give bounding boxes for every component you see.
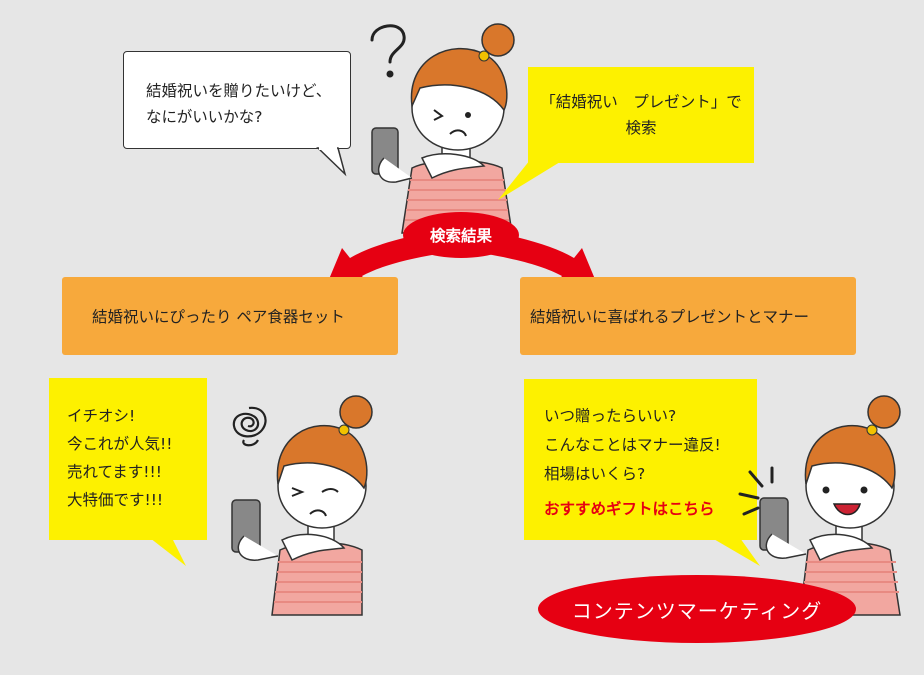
content-marketing-label: コンテンツマーケティング bbox=[538, 575, 856, 643]
search-line-2: 検索 bbox=[625, 119, 657, 137]
thought-bubble: 結婚祝いを贈りたいけど、 なにがいいかな? bbox=[123, 51, 351, 149]
result-left-title: 結婚祝いにぴったり ペア食器セット bbox=[92, 308, 345, 326]
result-right-card: 結婚祝いに喜ばれるプレゼントとマナー bbox=[520, 277, 856, 355]
unimpressed-girl-illustration bbox=[231, 395, 373, 616]
thought-line-1: 結婚祝いを贈りたいけど、 bbox=[146, 82, 332, 100]
result-left-card: 結婚祝いにぴったり ペア食器セット bbox=[62, 277, 398, 355]
question-mark-icon bbox=[370, 24, 406, 78]
hype-bubble: イチオシ! 今これが人気!! 売れてます!!! 大特価です!!! bbox=[49, 378, 207, 540]
thought-line-2: なにがいいかな? bbox=[146, 108, 263, 126]
content-bubble: いつ贈ったらいい? こんなことはマナー違反! 相場はいくら? おすすめギフトはこ… bbox=[524, 379, 757, 540]
search-results-label: 検索結果 bbox=[403, 212, 519, 258]
content-line-2: こんなことはマナー違反! bbox=[544, 436, 721, 454]
hype-line-4: 大特価です!!! bbox=[67, 491, 164, 509]
content-line-3: 相場はいくら? bbox=[544, 465, 646, 483]
excitement-lines-icon bbox=[738, 466, 774, 516]
hype-line-2: 今これが人気!! bbox=[67, 435, 173, 453]
confused-girl-illustration bbox=[371, 23, 515, 234]
happy-girl-illustration bbox=[759, 395, 901, 616]
hype-line-1: イチオシ! bbox=[67, 407, 136, 425]
result-right-title: 結婚祝いに喜ばれるプレゼントとマナー bbox=[530, 308, 810, 326]
scribble-icon bbox=[232, 406, 267, 447]
search-line-1: 「結婚祝い プレゼント」で bbox=[540, 93, 742, 111]
content-line-1: いつ贈ったらいい? bbox=[544, 407, 677, 425]
search-query-bubble: 「結婚祝い プレゼント」で 検索 bbox=[528, 67, 754, 163]
hype-line-3: 売れてます!!! bbox=[67, 463, 162, 481]
gift-recommendation-link[interactable]: おすすめギフトはこちら bbox=[544, 500, 715, 518]
